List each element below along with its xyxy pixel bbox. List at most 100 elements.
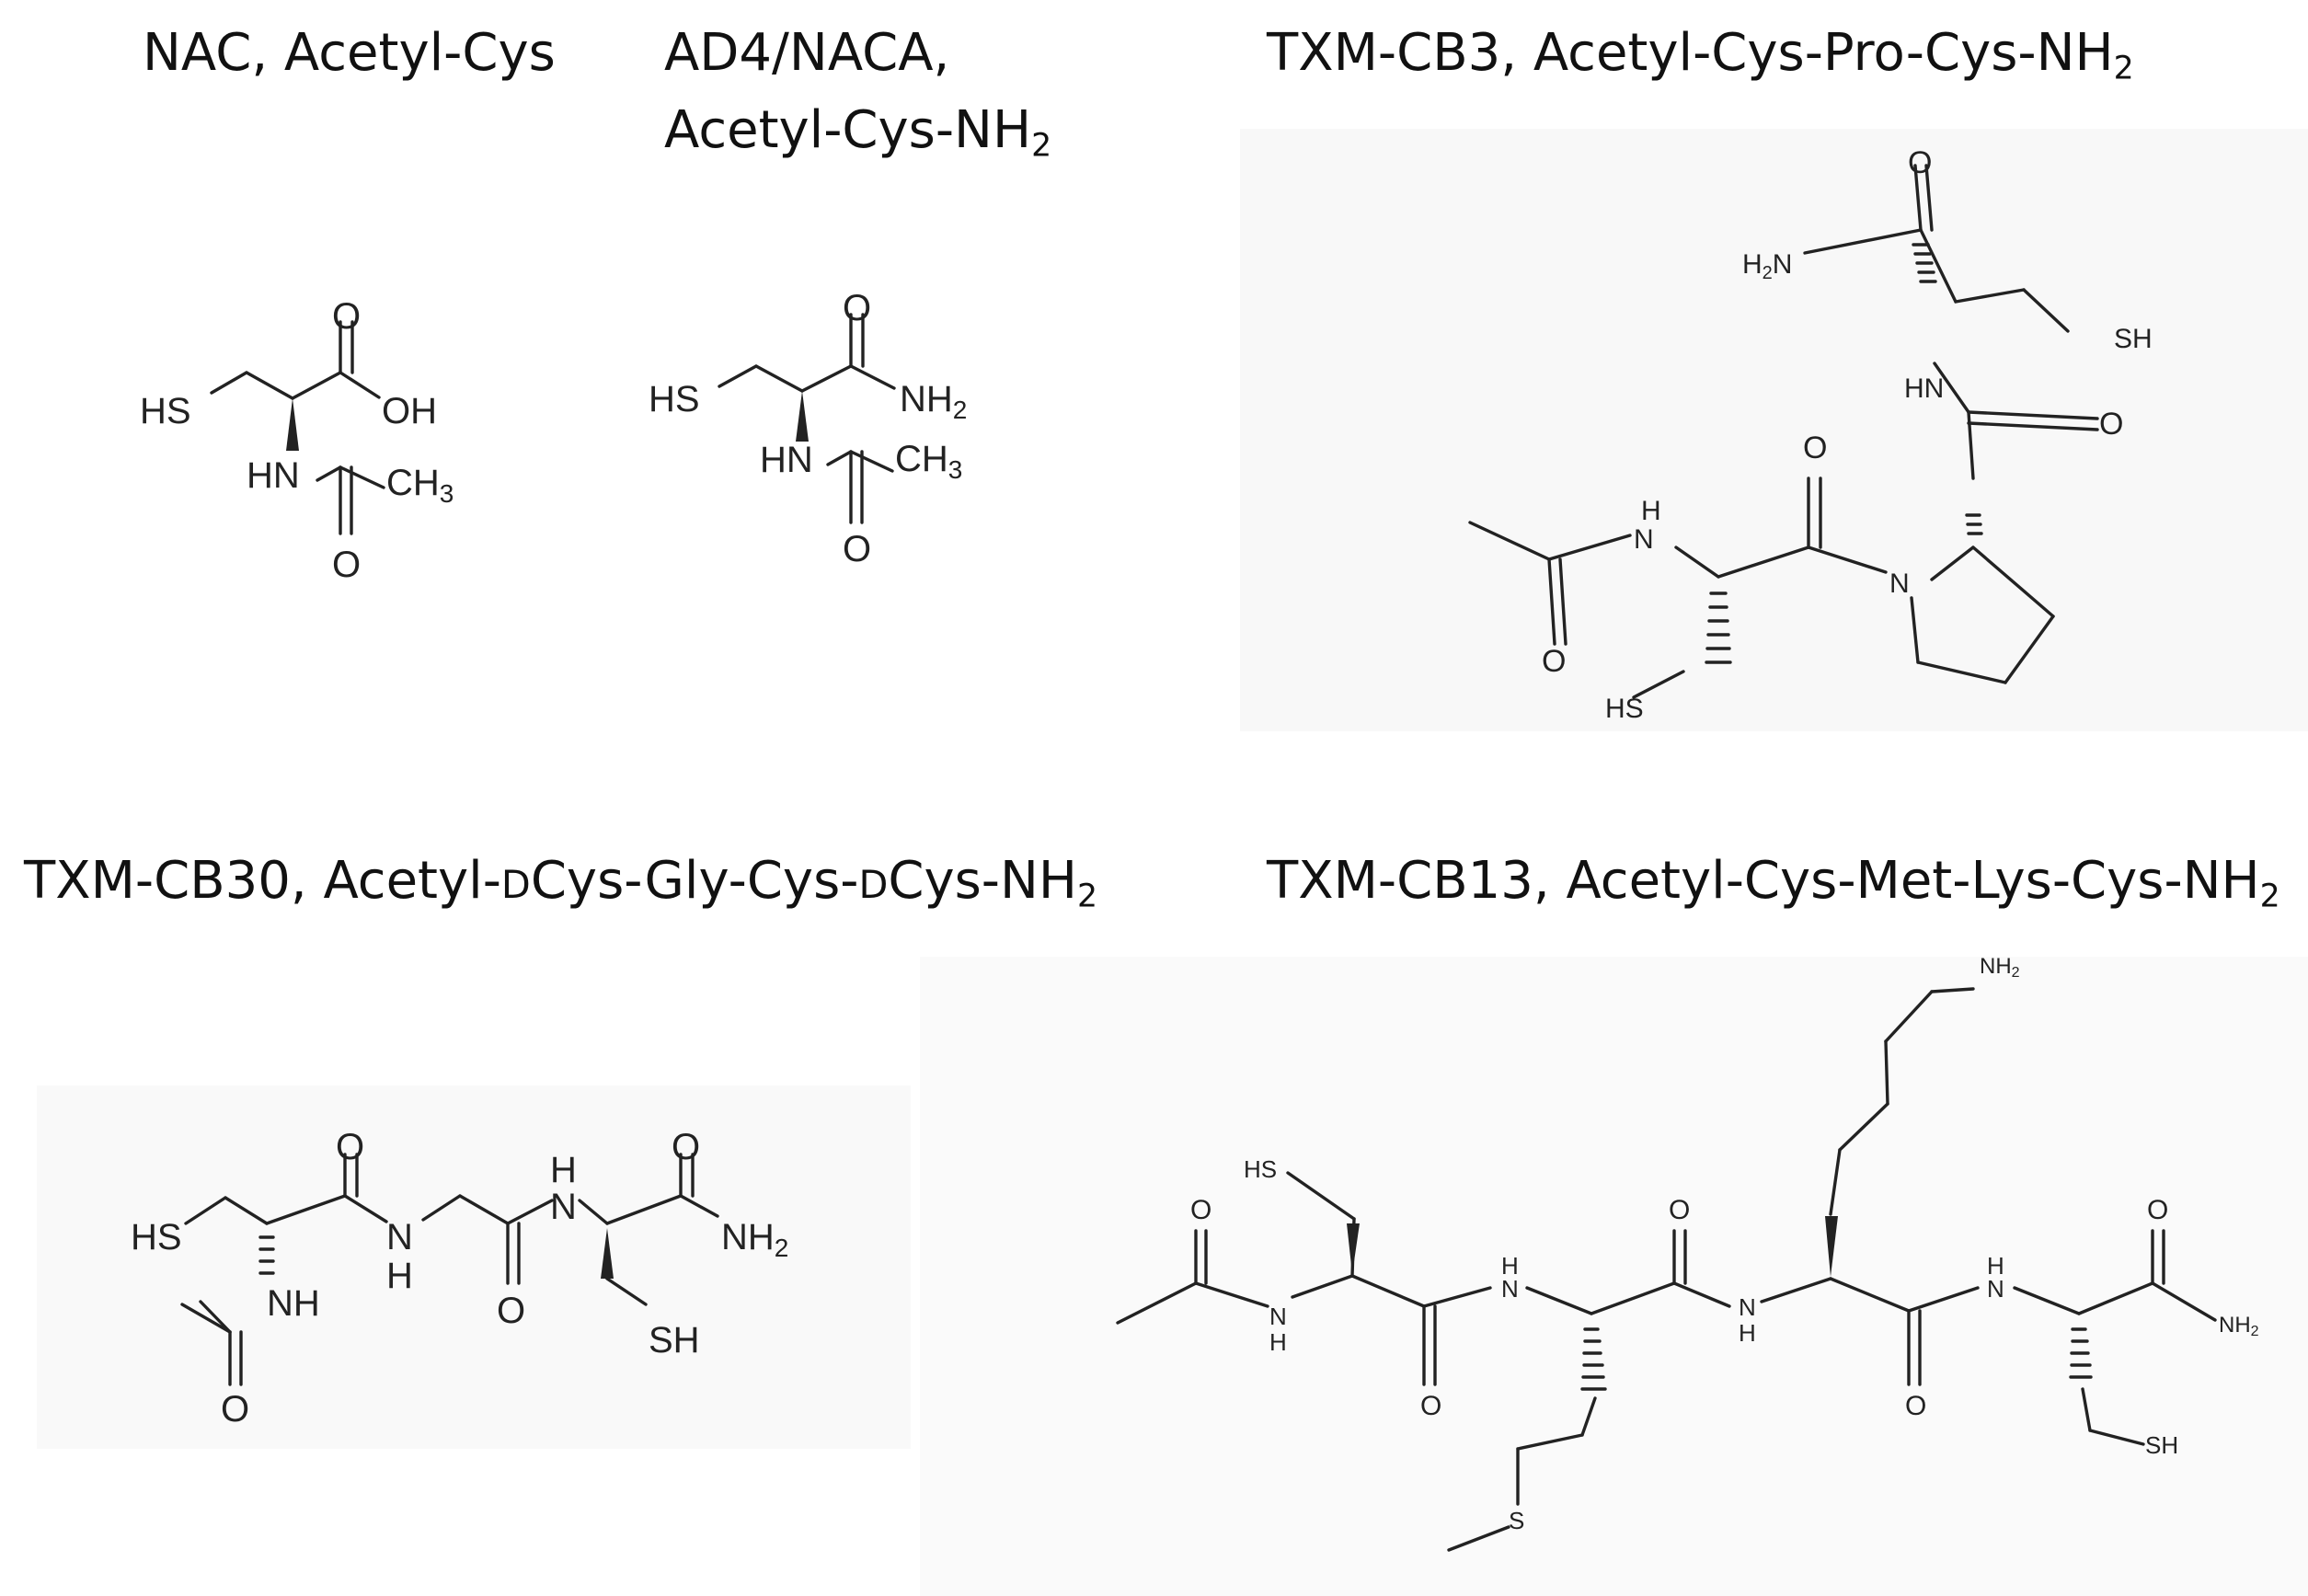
cb30-h-top-label: H: [550, 1150, 577, 1190]
cb30-title-part1: TXM-CB30, Acetyl-: [24, 851, 501, 911]
nac-o-label: O: [332, 296, 361, 337]
cb3-h-text: H: [1742, 249, 1763, 280]
cb3-hash-bonds: [1705, 243, 1983, 664]
ad4-title-line1: AD4/NACA,: [664, 23, 950, 83]
cb13-h2-label: H: [1987, 1252, 2004, 1280]
ad4-o-label: O: [843, 288, 871, 328]
cb13-n2-label: N: [1987, 1275, 2004, 1303]
nac-bonds: [210, 320, 385, 535]
cb13-s-label: S: [1509, 1507, 1524, 1534]
cb13-o2-label: O: [1669, 1195, 1690, 1225]
cb30-hash-bond: [258, 1235, 275, 1275]
ad4-title-line2: Acetyl-Cys-NH2: [664, 105, 1051, 163]
cb13-h4-label: H: [1739, 1319, 1756, 1347]
nac-ch3-label: CH3: [386, 463, 454, 508]
cb13-nh-top-text: NH: [1980, 954, 2012, 979]
cb13-h3-label: H: [1269, 1328, 1287, 1356]
nac-ch3-subscript: 3: [440, 479, 454, 508]
cb13-h1-label: H: [1501, 1252, 1519, 1280]
cb30-o2-label: O: [672, 1127, 700, 1167]
cb3-h-label: H: [1641, 496, 1661, 526]
cb3-o-top-label: O: [1908, 145, 1932, 180]
cb13-nh2-top-subscript: 2: [2012, 965, 2020, 981]
cb3-bonds: [1468, 164, 2099, 699]
cb3-o-mid-label: O: [1803, 431, 1827, 465]
cb30-wedge-bond: [601, 1228, 614, 1279]
cb3-n-ring-label: N: [1889, 568, 1910, 599]
nac-hs-label: HS: [140, 391, 191, 431]
nac-oh-label: OH: [382, 391, 437, 431]
cb3-n-label: N: [1634, 524, 1654, 555]
cb30-sh-label: SH: [649, 1320, 700, 1361]
cb13-n3-label: N: [1269, 1303, 1287, 1330]
cb30-o4-label: O: [221, 1389, 249, 1430]
cb3-n-text: N: [1773, 249, 1793, 280]
cb13-sh-label: SH: [2145, 1431, 2178, 1459]
cb13-nh2-right-subscript: 2: [2251, 1324, 2259, 1339]
ad4-ch3-subscript: 3: [948, 455, 963, 484]
cb13-o3-label: O: [2147, 1195, 2168, 1225]
cb30-nh2-subscript: 2: [775, 1234, 789, 1262]
cb13-wedge-bond-2: [1825, 1216, 1838, 1277]
cb13-image-background: [920, 957, 2308, 1596]
nac-hn-label: HN: [247, 455, 300, 496]
cb3-title: TXM-CB3, Acetyl-Cys-Pro-Cys-NH2: [1267, 28, 2134, 86]
cb13-nh-right-text: NH: [2219, 1313, 2251, 1338]
cb30-nh2-label: NH2: [721, 1217, 788, 1262]
cb30-title: TXM-CB30, Acetyl-DCys-Gly-Cys-DCys-NH2: [24, 855, 1097, 913]
ad4-title-line2-text: Acetyl-Cys-NH: [664, 100, 1032, 160]
ad4-ch-text: CH: [895, 439, 948, 479]
cb13-nh2-top-label: NH2: [1980, 954, 2020, 981]
cb13-bonds: [1116, 987, 2217, 1552]
ad4-o2-label: O: [843, 529, 871, 569]
nac-ch-text: CH: [386, 463, 440, 503]
cb13-wedge-bond-1: [1347, 1223, 1360, 1274]
ad4-wedge-bond: [796, 391, 809, 442]
ad4-nh2-subscript: 2: [953, 396, 968, 424]
cb30-nh-label: NH: [267, 1283, 320, 1324]
cb13-o1-label: O: [1190, 1195, 1211, 1225]
cb30-o1-label: O: [336, 1127, 364, 1167]
ad4-ch3-label: CH3: [895, 439, 962, 484]
cb3-hs-label: HS: [1605, 694, 1644, 724]
cb13-title-text: TXM-CB13, Acetyl-Cys-Met-Lys-Cys-NH: [1267, 851, 2260, 911]
cb13-n4-label: N: [1739, 1293, 1756, 1321]
cb30-nh-text: NH: [721, 1217, 775, 1257]
cb3-image-background: [1240, 129, 2308, 731]
cb13-o4-label: O: [1420, 1391, 1441, 1421]
cb13-nh2-right-label: NH2: [2219, 1313, 2259, 1339]
cb30-image-background: [37, 1085, 911, 1449]
cb3-h2n-subscript: 2: [1763, 263, 1773, 283]
cb3-o-right-label: O: [2099, 407, 2123, 442]
cb30-hs-label: HS: [131, 1217, 182, 1257]
nac-o2-label: O: [332, 545, 361, 585]
cb3-title-text: TXM-CB3, Acetyl-Cys-Pro-Cys-NH: [1267, 23, 2114, 83]
cb30-title-part3: Cys-NH: [888, 851, 1077, 911]
cb30-o3-label: O: [497, 1291, 525, 1331]
cb30-bonds: [180, 1153, 719, 1386]
cb3-o-bottom-label: O: [1542, 644, 1566, 679]
cb13-title-subscript: 2: [2259, 878, 2280, 915]
ad4-nh-text: NH: [900, 379, 953, 419]
cb3-h2n-label: H2N: [1742, 249, 1792, 283]
ad4-title: AD4/NACA, Acetyl-Cys-NH2: [664, 23, 1051, 163]
cb30-title-subscript: 2: [1077, 878, 1098, 915]
cb13-hash-bonds: [1580, 1327, 2093, 1391]
ad4-hs-label: HS: [649, 379, 700, 419]
ad4-bonds: [718, 313, 896, 524]
nac-wedge-bond: [286, 398, 299, 451]
cb3-sh-label: SH: [2114, 324, 2153, 354]
cb3-title-subscript: 2: [2113, 50, 2134, 87]
cb30-title-part2: Cys-Gly-Cys-: [530, 851, 859, 911]
ad4-title-subscript: 2: [1031, 127, 1052, 165]
cb13-hs-label: HS: [1244, 1155, 1277, 1183]
cb30-n-top-label: N: [550, 1187, 577, 1227]
ad4-hn-label: HN: [760, 440, 813, 480]
ad4-nh2-label: NH2: [900, 379, 967, 424]
cb13-o5-label: O: [1905, 1391, 1926, 1421]
